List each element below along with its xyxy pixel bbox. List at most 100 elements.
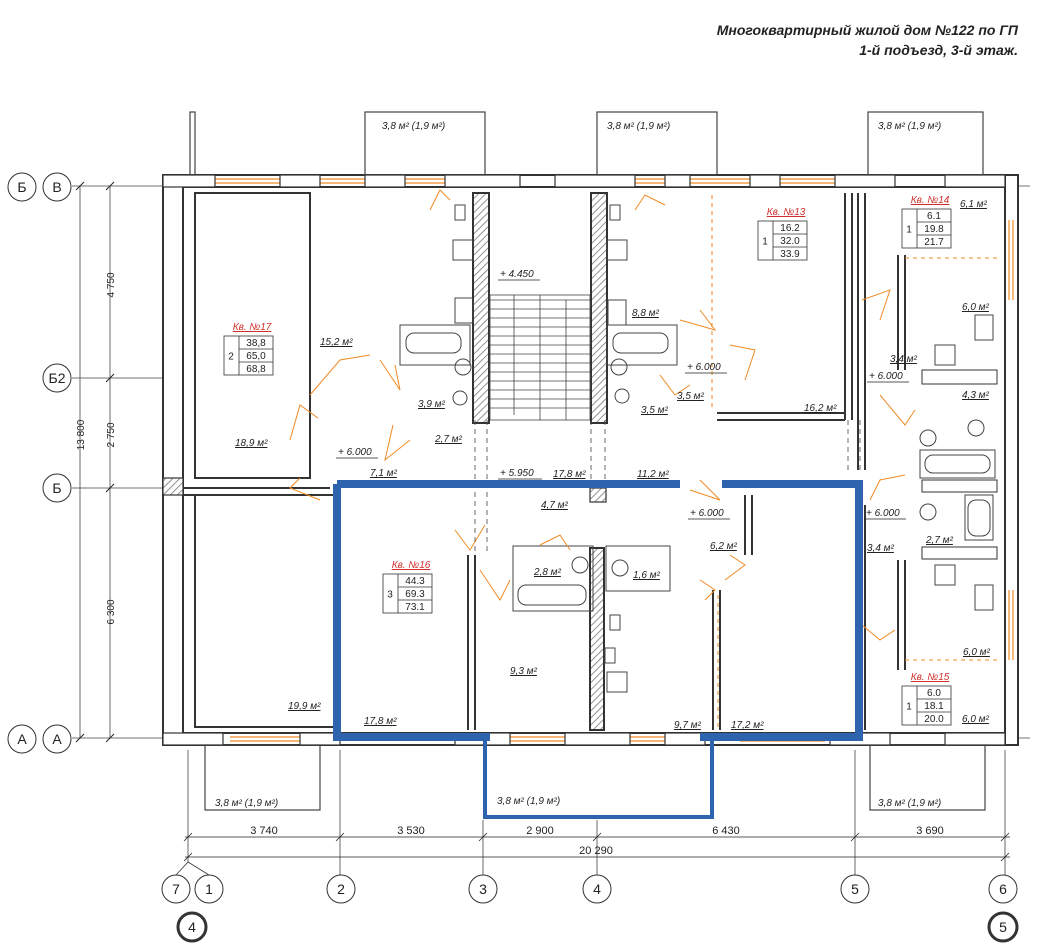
horizontal-dimension-labels: 3 740 3 530 2 900 6 430 3 690 20 290 [250, 825, 944, 857]
level-mark: + 6.000 [338, 447, 372, 458]
apartment-room-count: 1 [762, 237, 768, 248]
level-marks: + 4.450 + 6.000 + 5.950 + 6.000 + 6.000 … [338, 269, 903, 519]
dimension-label: 2 900 [526, 825, 554, 837]
axis-bubbles [7, 172, 1019, 943]
room-area: 11,2 м² [637, 469, 669, 480]
room-area: 3,5 м² [677, 391, 705, 402]
room-area: 2,7 м² [925, 535, 954, 546]
axis-labels: Б В Б2 Б А А 7 1 2 3 4 5 6 4 5 [17, 179, 1007, 935]
room-area: 2,8 м² [533, 567, 562, 578]
axis-label: 5 [851, 881, 859, 897]
apartment-area-value: 68,8 [246, 364, 266, 375]
apartment-area-value: 38,8 [246, 338, 266, 349]
axis-label: А [52, 731, 62, 747]
dimension-label: 20 290 [579, 845, 613, 857]
vertical-dimension-ticks [75, 181, 115, 743]
room-area: 4,3 м² [962, 390, 990, 401]
staircase [489, 294, 591, 421]
highlighted-apartment-16 [333, 480, 863, 741]
level-mark: + 6.000 [869, 371, 903, 382]
apartment-area-value: 6.0 [927, 688, 941, 699]
room-area: 15,2 м² [320, 337, 353, 348]
balcony-area: 3,8 м² (1,9 м²) [878, 121, 941, 132]
axis-label: 3 [479, 881, 487, 897]
dimension-label: 3 530 [397, 825, 425, 837]
fixtures [399, 204, 996, 693]
room-area: 18,9 м² [235, 438, 268, 449]
room-area: 3,4 м² [890, 354, 918, 365]
room-area: 3,4 м² [867, 543, 895, 554]
dimension-label: 4 750 [106, 272, 117, 297]
room-area: 16,2 м² [804, 403, 837, 414]
room-area: 3,9 м² [418, 399, 446, 410]
room-area: 17,2 м² [731, 720, 764, 731]
room-areas: 15,2 м² 18,9 м² 3,9 м² 2,7 м² 7,1 м² 8,8… [235, 199, 991, 731]
room-area: 7,1 м² [370, 468, 398, 479]
axis-label: Б [17, 179, 26, 195]
level-mark: + 6.000 [687, 362, 721, 373]
walls [162, 174, 1019, 746]
room-area: 6,0 м² [962, 302, 990, 313]
dimension-label: 13 800 [76, 419, 87, 450]
title-line-1: Многоквартирный жилой дом №122 по ГП [716, 22, 1018, 38]
dimension-label: 2 750 [106, 422, 117, 447]
axis-label: В [52, 179, 61, 195]
highlighted-balcony [483, 737, 714, 819]
level-mark: + 6.000 [866, 508, 900, 519]
level-mark: + 5.950 [500, 468, 534, 479]
dimension-label: 6 300 [106, 599, 117, 624]
axis-label: Б [52, 480, 61, 496]
balconies [189, 111, 986, 811]
dimension-label: 3 740 [250, 825, 278, 837]
apartment-title: Кв. №14 [911, 195, 950, 206]
apartment-area-value: 33.9 [780, 249, 800, 260]
apartment-title: Кв. №16 [392, 560, 431, 571]
room-area: 9,3 м² [510, 666, 538, 677]
balcony-labels: 3,8 м² (1,9 м²) 3,8 м² (1,9 м²) 3,8 м² (… [215, 121, 941, 809]
apartment-title: Кв. №15 [911, 672, 950, 683]
axis-label: Б2 [49, 370, 66, 386]
room-area: 17,8 м² [364, 716, 397, 727]
room-area: 2,7 м² [434, 434, 463, 445]
axis-label: А [17, 731, 27, 747]
horizontal-dimensions [183, 832, 1010, 862]
apartment-area-value: 44.3 [405, 576, 425, 587]
level-mark-lines [336, 279, 909, 520]
balcony-area: 3,8 м² (1,9 м²) [607, 121, 670, 132]
balcony-area: 3,8 м² (1,9 м²) [382, 121, 445, 132]
balcony-area: 3,8 м² (1,9 м²) [215, 798, 278, 809]
level-mark: + 4.450 [500, 269, 534, 280]
axis-label: 7 [172, 881, 180, 897]
axis-label: 2 [337, 881, 345, 897]
room-area: 1,6 м² [633, 570, 661, 581]
apartment-area-value: 21.7 [924, 237, 944, 248]
apartment-area-value: 18.1 [924, 701, 944, 712]
wall-piers [162, 174, 1006, 746]
axis-grid [72, 185, 1030, 875]
apartment-table-frame [382, 573, 433, 614]
apartment-title: Кв. №13 [767, 207, 806, 218]
vent-shafts [921, 369, 998, 560]
apartment-table-frame [757, 220, 808, 261]
axis-bubble-lines [175, 861, 210, 876]
apartment-table-frame [223, 335, 274, 376]
apartment-area-value: 73.1 [405, 602, 425, 613]
balcony-area: 3,8 м² (1,9 м²) [497, 796, 560, 807]
apartment-area-value: 6.1 [927, 211, 941, 222]
room-area: 3,5 м² [641, 405, 669, 416]
balcony-area: 3,8 м² (1,9 м²) [878, 798, 941, 809]
axis-label: 6 [999, 881, 1007, 897]
apartment-table-frame [901, 685, 952, 726]
dimension-label: 6 430 [712, 825, 740, 837]
level-mark: + 6.000 [690, 508, 724, 519]
room-area: 6,2 м² [710, 541, 738, 552]
dimension-label: 3 690 [916, 825, 944, 837]
door-swings [289, 189, 916, 641]
room-area: 6,0 м² [962, 714, 990, 725]
apartment-room-count: 2 [228, 352, 234, 363]
